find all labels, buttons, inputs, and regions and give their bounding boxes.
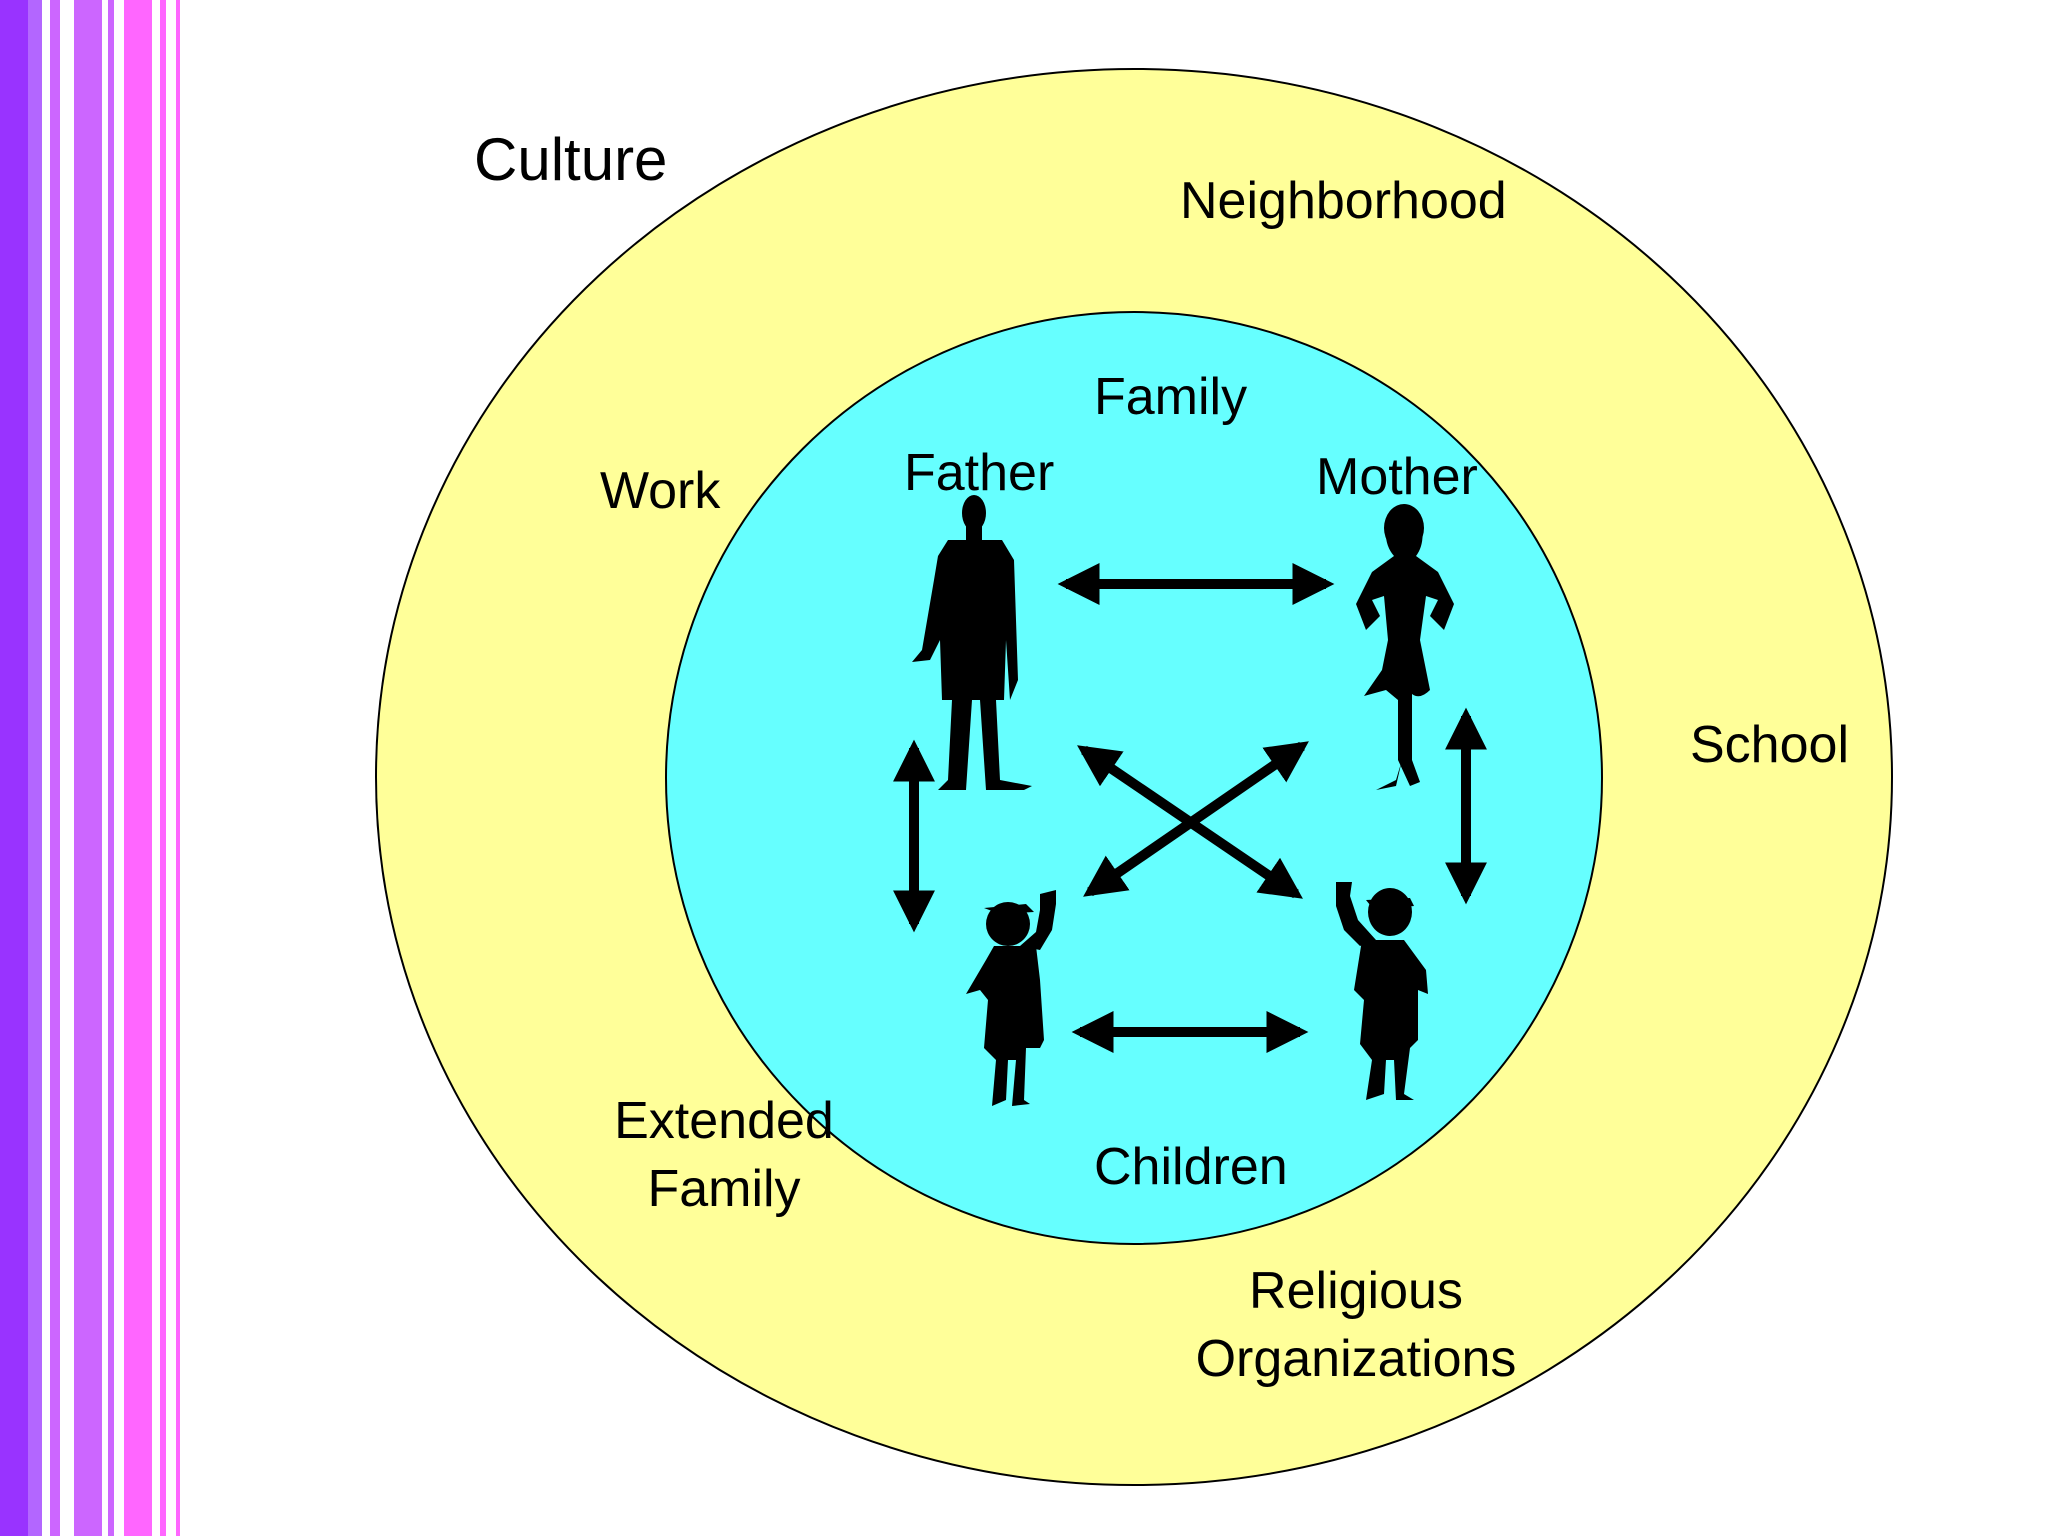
school-label: School <box>1690 716 1849 774</box>
father-label: Father <box>904 444 1054 502</box>
stripe <box>28 0 42 1536</box>
extended-family-label-line2: Family <box>647 1160 800 1218</box>
culture-label: Culture <box>474 126 667 193</box>
arrows <box>893 563 1487 1053</box>
extended-family-label-line1: Extended <box>614 1092 834 1150</box>
children-label: Children <box>1094 1138 1288 1196</box>
child-right-silhouette <box>1336 882 1428 1100</box>
family-label: Family <box>1094 368 1247 426</box>
mother-silhouette <box>1356 504 1454 790</box>
child-left-silhouette <box>966 890 1056 1106</box>
stripe <box>50 0 60 1536</box>
stripe <box>124 0 152 1536</box>
religious-organizations-label-line1: Religious <box>1249 1262 1463 1320</box>
stripe <box>74 0 102 1536</box>
decorative-stripes <box>0 0 200 1536</box>
stripe <box>108 0 114 1536</box>
religious-organizations-label-line2: Organizations <box>1196 1330 1517 1388</box>
stripe <box>176 0 180 1536</box>
father-silhouette <box>912 495 1032 790</box>
stripe <box>160 0 166 1536</box>
neighborhood-label: Neighborhood <box>1180 172 1507 230</box>
mother-label: Mother <box>1316 448 1478 506</box>
arrow-mother-child-left <box>1083 741 1309 897</box>
work-label: Work <box>600 462 721 520</box>
stripe <box>0 0 28 1536</box>
